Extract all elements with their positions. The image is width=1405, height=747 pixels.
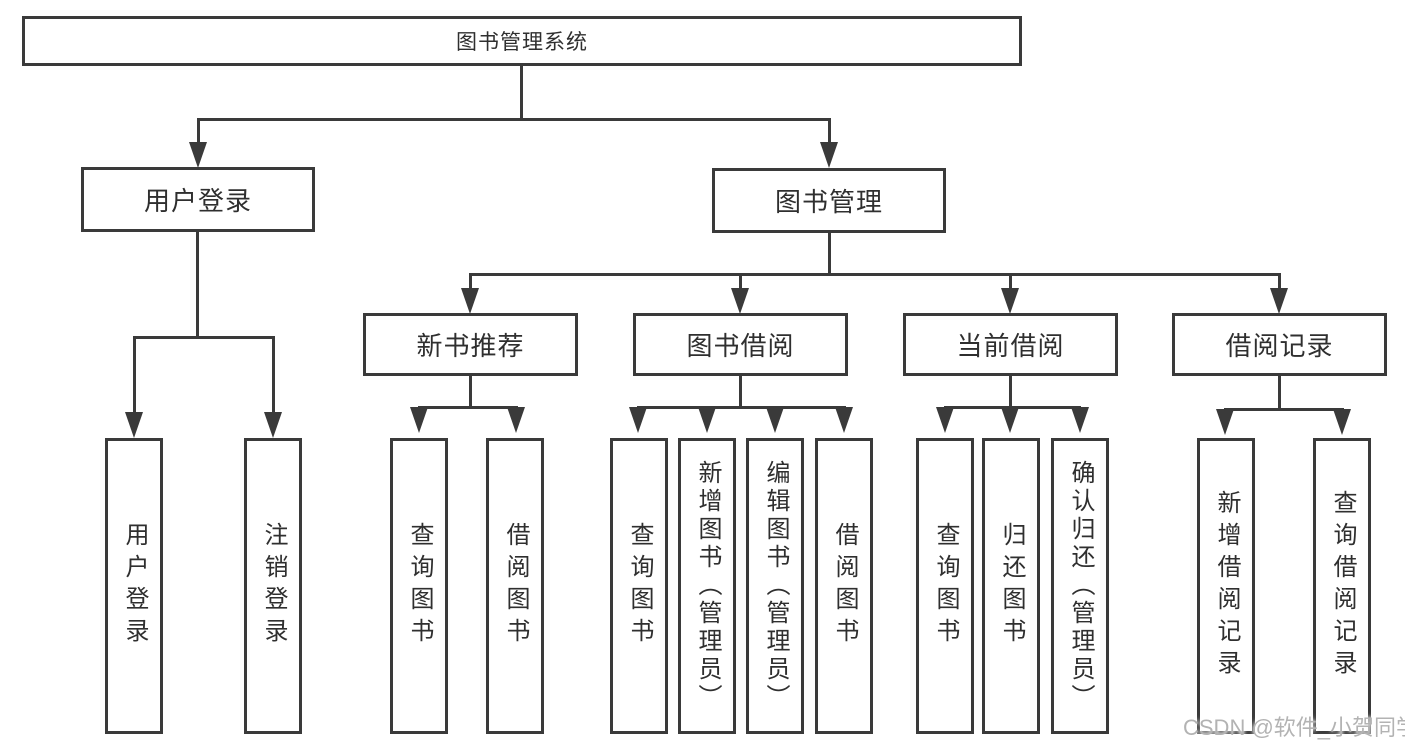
leaf-query-books-current: 查询图书 <box>916 438 974 734</box>
arrow-down-icon <box>507 407 525 433</box>
node-library-system: 图书管理系统 <box>22 16 1022 66</box>
arrow-down-icon <box>189 142 207 168</box>
connector-line <box>520 66 523 120</box>
node-book-management: 图书管理 <box>712 168 946 233</box>
node-book-borrow-label: 图书借阅 <box>686 331 795 361</box>
leaf-add-book-admin-label: 新增图书（管理员） <box>694 460 721 712</box>
leaf-query-books-borrow: 查询图书 <box>610 438 668 734</box>
leaf-borrow-books-recommend: 借阅图书 <box>486 438 544 734</box>
leaf-query-books-recommend: 查询图书 <box>390 438 448 734</box>
csdn-watermark: CSDN @软件_小贺同学 <box>1183 715 1405 740</box>
arrow-down-icon <box>1001 407 1019 433</box>
arrow-down-icon <box>1333 409 1351 435</box>
connector-line <box>418 406 518 409</box>
arrow-down-icon <box>1071 407 1089 433</box>
node-new-book-recommend-label: 新书推荐 <box>416 331 525 361</box>
connector-line <box>469 273 1281 276</box>
arrow-down-icon <box>264 412 282 438</box>
leaf-query-books-recommend-label: 查询图书 <box>406 522 433 650</box>
arrow-down-icon <box>629 407 647 433</box>
leaf-return-book: 归还图书 <box>982 438 1040 734</box>
connector-line <box>828 121 831 146</box>
arrow-down-icon <box>461 288 479 314</box>
arrow-down-icon <box>125 412 143 438</box>
connector-line <box>469 376 472 406</box>
leaf-borrow-books-recommend-label: 借阅图书 <box>502 522 529 650</box>
connector-line <box>133 339 136 412</box>
node-book-management-label: 图书管理 <box>774 187 883 217</box>
arrow-down-icon <box>1270 288 1288 314</box>
connector-line <box>1009 376 1012 406</box>
connector-line <box>739 276 742 289</box>
leaf-add-borrow-record-label: 新增借阅记录 <box>1213 490 1240 682</box>
arrow-down-icon <box>1001 288 1019 314</box>
leaf-borrow-books-borrow-label: 借阅图书 <box>831 522 858 650</box>
arrow-down-icon <box>1216 409 1234 435</box>
connector-line <box>469 276 472 289</box>
leaf-query-books-current-label: 查询图书 <box>932 522 959 650</box>
connector-line <box>1278 276 1281 289</box>
leaf-query-borrow-record-label: 查询借阅记录 <box>1329 490 1356 682</box>
arrow-down-icon <box>410 407 428 433</box>
leaf-logout: 注销登录 <box>244 438 302 734</box>
connector-line <box>197 118 831 121</box>
node-user-login: 用户登录 <box>81 167 315 232</box>
node-user-login-label: 用户登录 <box>143 186 252 216</box>
connector-line <box>637 406 846 409</box>
arrow-down-icon <box>820 142 838 168</box>
leaf-borrow-books-borrow: 借阅图书 <box>815 438 873 734</box>
node-current-borrow-label: 当前借阅 <box>956 331 1065 361</box>
leaf-query-books-borrow-label: 查询图书 <box>626 522 653 650</box>
leaf-edit-book-admin: 编辑图书（管理员） <box>746 438 804 734</box>
leaf-add-borrow-record: 新增借阅记录 <box>1197 438 1255 734</box>
arrow-down-icon <box>835 407 853 433</box>
node-current-borrow: 当前借阅 <box>903 313 1118 376</box>
node-new-book-recommend: 新书推荐 <box>363 313 578 376</box>
leaf-logout-label: 注销登录 <box>260 522 287 650</box>
arrow-down-icon <box>698 407 716 433</box>
leaf-return-book-label: 归还图书 <box>998 522 1025 650</box>
connector-line <box>828 233 831 273</box>
node-library-system-label: 图书管理系统 <box>456 31 588 54</box>
connector-line <box>133 336 275 339</box>
connector-line <box>739 376 742 406</box>
leaf-user-login-label: 用户登录 <box>121 522 148 650</box>
connector-line <box>272 339 275 412</box>
connector-line <box>196 232 199 336</box>
arrow-down-icon <box>936 407 954 433</box>
arrow-down-icon <box>766 407 784 433</box>
leaf-query-borrow-record: 查询借阅记录 <box>1313 438 1371 734</box>
connector-line <box>1009 276 1012 289</box>
leaf-add-book-admin: 新增图书（管理员） <box>678 438 736 734</box>
arrow-down-icon <box>731 288 749 314</box>
leaf-confirm-return-admin: 确认归还（管理员） <box>1051 438 1109 734</box>
connector-line <box>197 121 200 146</box>
connector-line <box>1224 408 1344 411</box>
leaf-confirm-return-admin-label: 确认归还（管理员） <box>1067 460 1094 712</box>
node-borrow-records-label: 借阅记录 <box>1225 331 1334 361</box>
node-book-borrow: 图书借阅 <box>633 313 848 376</box>
node-borrow-records: 借阅记录 <box>1172 313 1387 376</box>
leaf-edit-book-admin-label: 编辑图书（管理员） <box>762 460 789 712</box>
connector-line <box>1278 376 1281 408</box>
leaf-user-login: 用户登录 <box>105 438 163 734</box>
